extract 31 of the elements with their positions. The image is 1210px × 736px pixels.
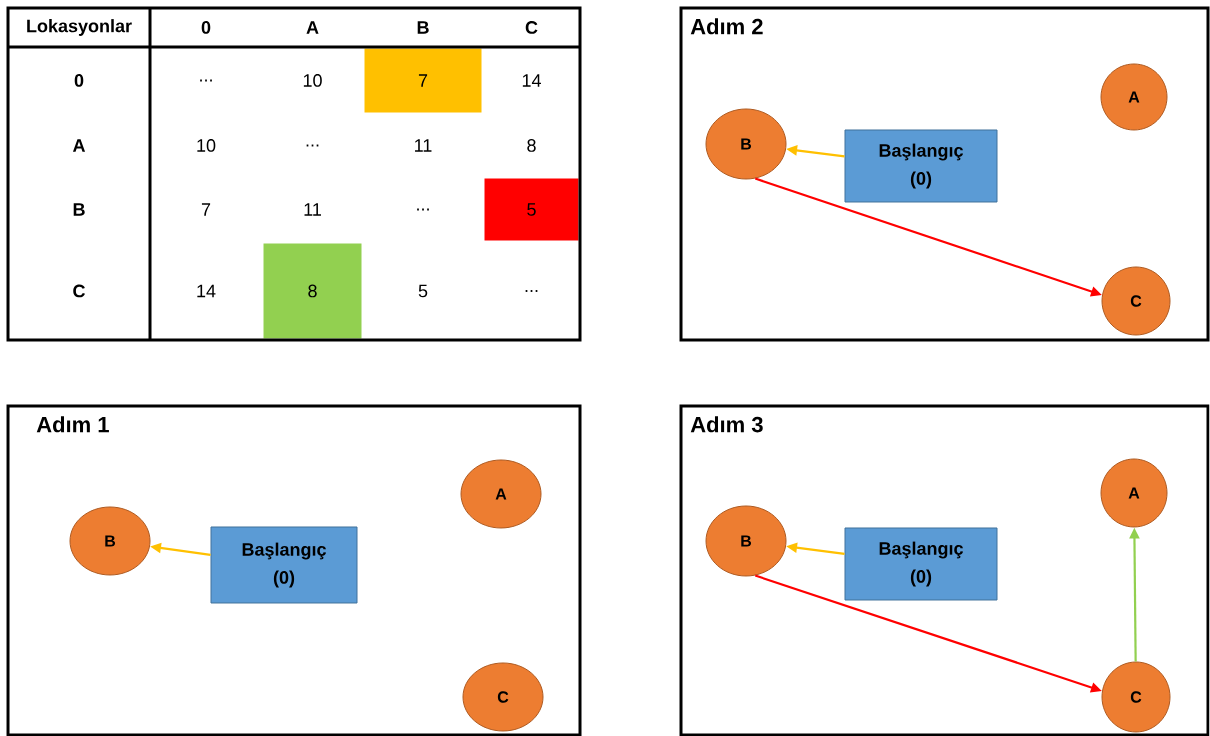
column-header: B (417, 21, 429, 34)
panel-title: Adım 1 (36, 416, 109, 433)
panel-title: Adım 2 (690, 18, 763, 35)
table-cell: 7 (201, 203, 211, 216)
start-box: Başlangıç (0) (844, 129, 998, 203)
table-cell: 8 (527, 139, 536, 152)
column-header: A (306, 21, 319, 34)
row-header: 0 (74, 74, 84, 87)
table-cell: 14 (522, 74, 541, 87)
table-cell: 5 (418, 284, 428, 298)
table-cell: 10 (303, 74, 322, 87)
table-cell: ... (417, 208, 429, 211)
row-header: B (73, 203, 85, 216)
start-box: Başlangıç (0) (844, 527, 998, 601)
start-box: Başlangıç (0) (210, 526, 358, 604)
table-cell: 5 (484, 178, 579, 241)
table-cell: ... (525, 290, 538, 292)
column-header: C (525, 21, 538, 34)
column-header: 0 (201, 21, 211, 34)
row-header: C (73, 284, 86, 298)
row-header: A (72, 139, 86, 152)
panel-title: Adım 3 (690, 416, 763, 433)
table-cell: ... (200, 79, 212, 82)
table-cell: 11 (304, 203, 321, 216)
table-cell: 11 (415, 139, 432, 152)
table-cell: 7 (364, 48, 482, 113)
table-cell: ... (306, 144, 319, 147)
table-cell: 14 (197, 284, 216, 298)
row-header: Lokasyonlar (27, 19, 132, 36)
table-cell: 8 (263, 243, 362, 339)
table-cell: 10 (197, 139, 216, 152)
